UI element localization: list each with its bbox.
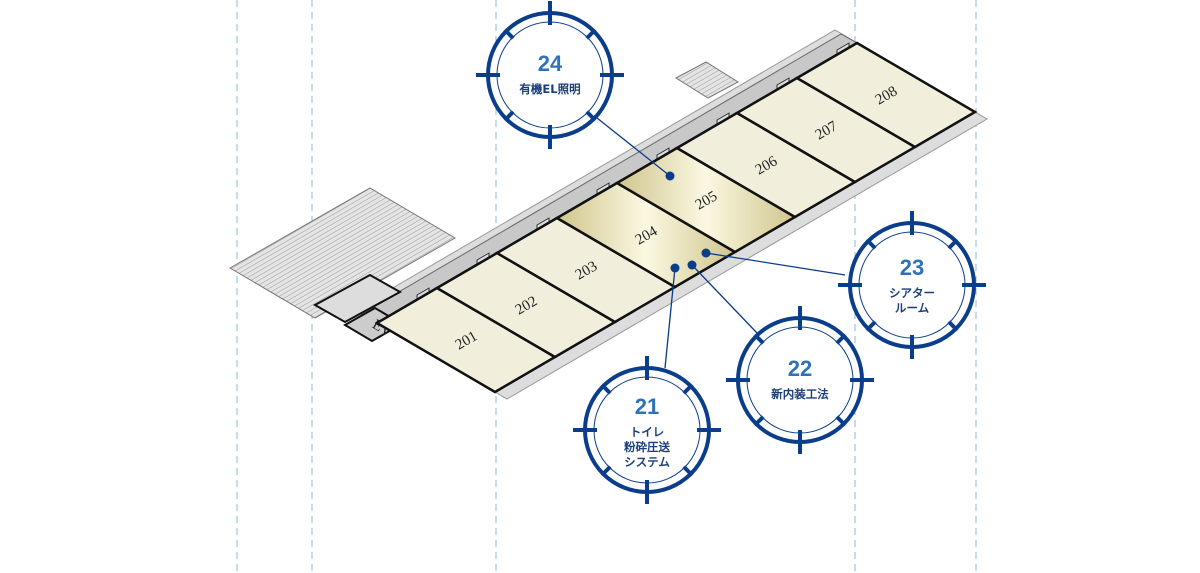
crosshair-tick bbox=[585, 110, 597, 122]
crosshair-tick bbox=[682, 383, 694, 395]
callout-24: 24 有機EL照明 bbox=[476, 1, 624, 149]
crosshair-tick bbox=[503, 28, 515, 40]
callout-label: システム bbox=[624, 455, 670, 469]
crosshair-tick bbox=[865, 320, 877, 332]
leader-line-22 bbox=[691, 264, 758, 334]
top-stair bbox=[675, 61, 739, 99]
leader-line-23 bbox=[705, 252, 846, 276]
callout-label: トイレ bbox=[630, 425, 665, 439]
leader-dot bbox=[687, 260, 697, 270]
callout-number: 24 bbox=[538, 51, 563, 76]
crosshair-tick bbox=[865, 238, 877, 250]
crosshair-tick bbox=[947, 238, 959, 250]
crosshair-tick bbox=[503, 110, 515, 122]
crosshair-tick bbox=[585, 28, 597, 40]
callout-label: 新内装工法 bbox=[771, 387, 829, 401]
crosshair-tick bbox=[753, 333, 765, 345]
stairwell bbox=[312, 273, 403, 324]
leader-dot bbox=[665, 171, 675, 181]
callout-label: ルーム bbox=[895, 301, 930, 315]
callout-label: 粉砕圧送 bbox=[624, 440, 670, 454]
leader-lines bbox=[596, 117, 846, 369]
callout-number: 21 bbox=[635, 394, 659, 419]
callout-label: シアター bbox=[889, 286, 935, 300]
callout-number: 22 bbox=[788, 356, 812, 381]
leader-line-21 bbox=[664, 267, 676, 369]
crosshair-tick bbox=[835, 333, 847, 345]
room-208 bbox=[794, 41, 978, 149]
staircase-roof bbox=[229, 187, 456, 319]
callout-label: 有機EL照明 bbox=[519, 82, 580, 96]
leader-line-24 bbox=[596, 117, 671, 177]
crosshair-tick bbox=[753, 415, 765, 427]
crosshair-tick bbox=[600, 383, 612, 395]
crosshair-tick bbox=[682, 465, 694, 477]
crosshair-tick bbox=[600, 465, 612, 477]
crosshair-tick bbox=[947, 320, 959, 332]
leader-dot bbox=[670, 263, 680, 273]
callout-number: 23 bbox=[900, 255, 924, 280]
leader-dot bbox=[701, 248, 711, 258]
callout-22: 22 新内装工法 bbox=[726, 306, 874, 454]
crosshair-tick bbox=[835, 415, 847, 427]
